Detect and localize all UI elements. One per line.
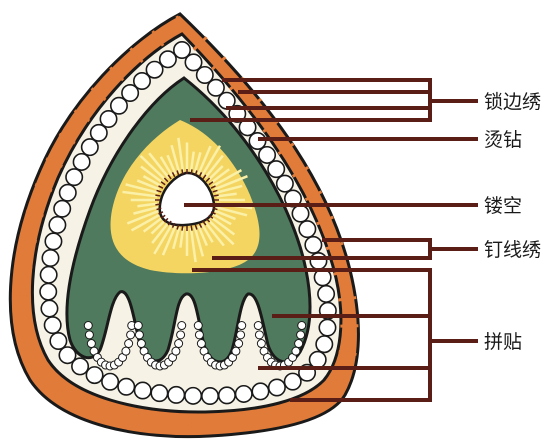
bead [72,358,88,374]
cutout-tick [191,226,192,231]
bead [102,374,118,390]
stitch-mark [217,415,218,433]
scallop-bead [297,331,305,339]
bead [236,386,252,402]
bead [118,379,134,395]
scallop-bead [232,347,240,355]
bead [100,111,116,127]
scallop-bead [134,322,142,330]
bead [202,388,218,404]
bead [319,319,335,335]
cutout-tick [182,169,183,174]
label-suobianxiu: 锁边绣 [484,91,541,113]
scallop-bead [197,340,205,348]
bead [299,221,315,237]
scallop-bead [175,340,183,348]
bead [41,300,57,316]
bead [151,385,167,401]
label-tangzuan: 烫钻 [484,129,522,151]
bead [54,201,70,217]
scallop-bead [255,331,263,339]
scallop-bead [295,340,303,348]
bead [49,217,65,233]
bead [277,175,293,191]
bead [268,161,284,177]
cutout-tick [155,195,160,196]
scallop-bead [125,340,133,348]
cutout-tick [191,169,192,174]
bead [40,284,56,300]
bead [305,237,321,253]
bead [86,367,102,383]
bead [168,387,184,403]
label-loukong: 镂空 [484,195,522,217]
label-dingxianxiu: 钉线绣 [484,239,541,261]
stitch-mark [244,413,246,431]
scallop-bead [238,322,246,330]
bead [40,267,56,283]
bead [50,333,66,349]
cutout-tick [214,195,219,196]
scallop-bead [237,331,245,339]
bead [310,253,326,269]
scallop-bead [298,322,306,330]
cutout-tick [155,204,160,205]
scallop-bead [85,331,93,339]
stitch-mark [162,413,164,431]
scallop-bead [122,347,130,355]
bead [269,379,285,395]
bead [60,185,76,201]
scallop-bead [178,322,186,330]
scallop-bead [254,322,262,330]
bead [91,125,107,141]
scallop-bead [84,322,92,330]
bead [292,205,308,221]
label-pintie: 拼贴 [484,331,522,353]
bead [135,382,151,398]
bead [44,317,60,333]
bead [318,286,334,302]
bead [82,139,98,155]
scallop-bead [292,347,300,355]
stitch-mark [14,265,32,267]
bead [310,352,326,368]
scallop-bead [172,347,180,355]
bead [185,54,201,70]
scallop-bead [87,340,95,348]
bead [252,383,268,399]
scallop-bead [257,340,265,348]
bead [66,169,82,185]
bead [285,373,301,389]
cutout-tick [182,226,183,231]
scallop-bead [177,331,185,339]
scallop-bead [195,331,203,339]
bead [316,336,332,352]
scallop-bead [127,331,135,339]
bead [45,233,61,249]
scallop-bead [135,331,143,339]
bead [73,154,89,170]
scallop-bead [235,340,243,348]
bead [185,388,201,404]
bead [219,387,235,403]
bead [259,147,275,163]
scallop-bead [137,340,145,348]
bead [42,250,58,266]
scallop-bead [194,322,202,330]
